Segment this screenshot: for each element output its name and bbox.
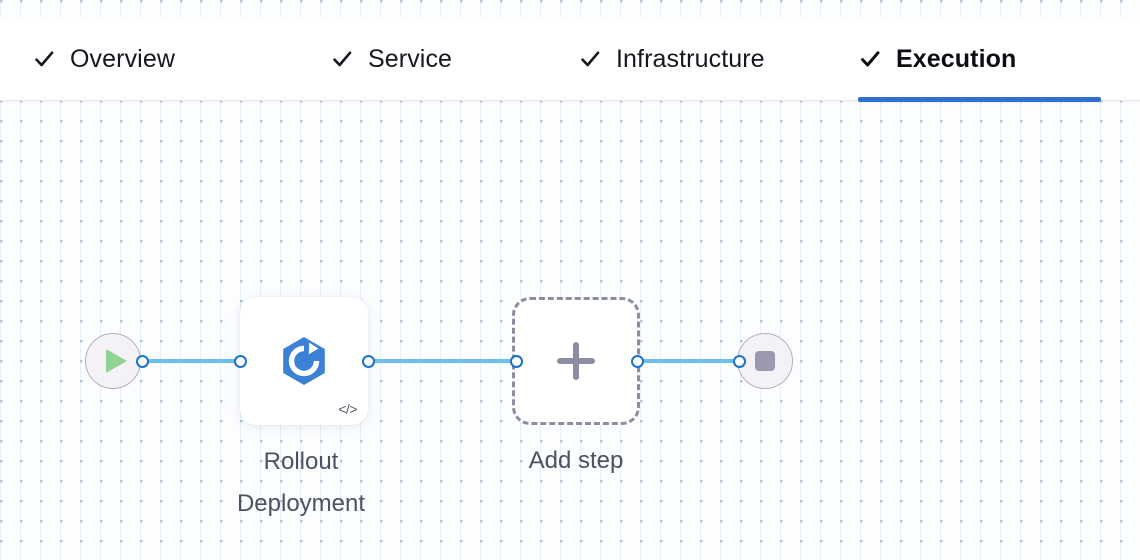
tab-overview-label: Overview [70, 44, 175, 73]
tab-execution[interactable]: Execution [858, 17, 1101, 102]
add-step-node[interactable] [512, 297, 640, 425]
stop-icon [755, 351, 775, 371]
pipeline-start-node[interactable] [85, 333, 141, 389]
tab-infrastructure[interactable]: Infrastructure [578, 17, 765, 101]
add-step-output-handle[interactable] [631, 355, 644, 368]
add-step-input-handle[interactable] [510, 355, 523, 368]
tab-overview[interactable]: Overview [32, 17, 175, 101]
rollout-node-output-handle[interactable] [362, 355, 375, 368]
rollout-node-label: Rollout Deployment [236, 448, 366, 517]
check-icon [330, 47, 354, 71]
check-icon [32, 47, 56, 71]
wizard-tab-bar: Overview Service Infrastructure Executio… [0, 17, 1140, 102]
active-tab-indicator [858, 97, 1101, 102]
start-node-output-handle[interactable] [136, 355, 149, 368]
tab-service-label: Service [368, 44, 453, 73]
plus-icon-vertical [573, 342, 579, 380]
check-icon [578, 47, 602, 71]
inline-code-icon[interactable]: </> [338, 401, 357, 417]
pipeline-flow-graph: </> Rollout Deployment Add step [0, 101, 1140, 560]
add-step-label: Add step [528, 447, 624, 474]
tab-execution-label: Execution [896, 44, 1017, 73]
play-icon [105, 349, 127, 373]
tab-infrastructure-label: Infrastructure [616, 44, 765, 73]
end-node-input-handle[interactable] [733, 355, 746, 368]
rollout-node-input-handle[interactable] [234, 355, 247, 368]
rollout-deployment-icon [278, 335, 330, 387]
check-icon [858, 47, 882, 71]
tab-service[interactable]: Service [330, 17, 452, 101]
step-node-rollout-deployment[interactable]: </> [240, 297, 368, 425]
